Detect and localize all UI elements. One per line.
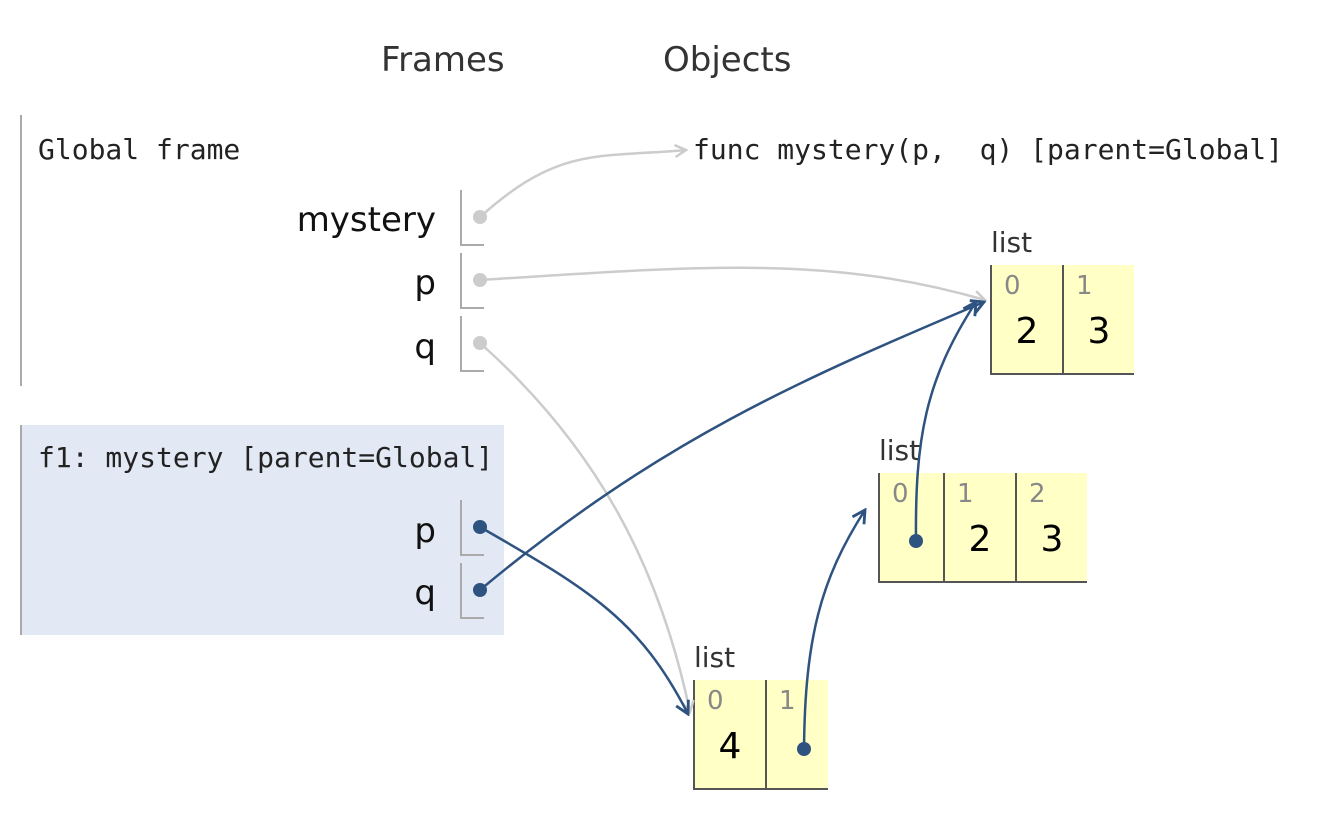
arrow-global-q-to-list-c [479,342,690,712]
list-a-label: list [991,226,1033,259]
list-c-label: list [694,641,736,674]
list-b-cell-0: 0 [878,473,943,583]
list-a-cell-1: 1 3 [1062,265,1134,375]
list-b-index-0: 0 [892,479,909,509]
f1-slot-q [460,563,484,619]
list-b-value-2: 3 [1040,519,1064,560]
list-b: 0 1 2 2 3 [878,473,1087,583]
pointer-dot-f1-q [473,583,487,597]
list-c-cell-0: 0 4 [693,680,765,790]
list-c: 0 4 1 [693,680,828,790]
f1-var-p: p [414,511,436,551]
f1-frame-title: f1: mystery [parent=Global] [38,441,494,474]
global-var-mystery: mystery [296,200,436,240]
list-c-index-1: 1 [779,686,796,716]
list-a-index-1: 1 [1076,271,1093,301]
global-slot-q [460,316,484,372]
list-b-value-1: 2 [968,519,992,560]
f1-var-q: q [414,573,436,613]
pointer-dot-global-mystery [473,210,487,224]
frames-header: Frames [381,40,505,80]
pointer-dot-global-p [473,273,487,287]
global-var-p: p [414,263,436,303]
list-b-cell-1: 1 2 [943,473,1015,583]
pointer-dot-list-b-0 [909,534,923,548]
arrow-global-p-to-list-a [479,266,985,300]
list-a-index-0: 0 [1004,271,1021,301]
func-object-label: func mystery(p, q) [parent=Global] [693,133,1284,166]
list-c-cell-1: 1 [765,680,828,790]
pointer-dot-list-c-1 [797,742,811,756]
objects-header: Objects [663,40,792,80]
arrow-list-c-1-to-list-b [802,510,865,750]
list-b-index-2: 2 [1029,479,1046,509]
list-c-index-0: 0 [707,686,724,716]
list-a-value-0: 2 [1015,311,1039,352]
global-slot-p [460,253,484,309]
list-c-value-0: 4 [718,726,742,767]
arrow-list-b-0-to-list-a [914,302,976,542]
list-b-label: list [879,434,921,467]
arrow-f1-p-to-list-c [479,525,688,714]
list-a-cell-0: 0 2 [990,265,1062,375]
pointer-dot-global-q [473,336,487,350]
global-slot-mystery [460,190,484,246]
arrow-f1-q-to-list-a [479,302,984,591]
arrow-global-mystery-to-func [479,150,686,218]
global-frame-title: Global frame [38,133,241,166]
pointer-dot-f1-p [473,520,487,534]
list-a: 0 2 1 3 [990,265,1134,375]
list-b-cell-2: 2 3 [1015,473,1087,583]
f1-frame: f1: mystery [parent=Global] p q [20,425,504,635]
list-a-value-1: 3 [1087,311,1111,352]
f1-slot-p [460,500,484,556]
list-b-index-1: 1 [957,479,974,509]
global-frame: Global frame mystery p q [20,115,504,386]
global-var-q: q [414,327,436,367]
